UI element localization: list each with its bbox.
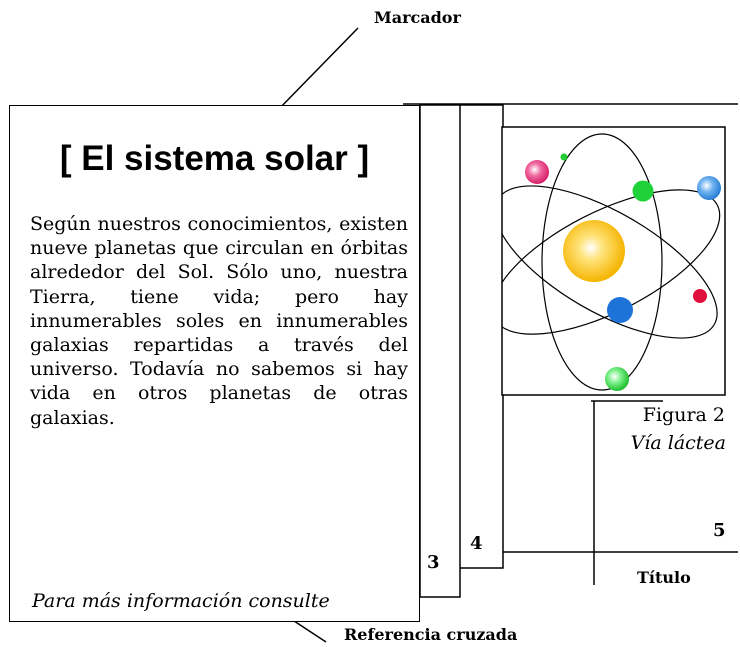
sun-icon [563,220,625,282]
planet-red-icon [693,289,707,303]
marcador-leader-line [274,27,359,114]
planet-small-green-icon [560,153,568,161]
marcador-label: Marcador [374,8,461,27]
planet-pink-icon [525,160,549,184]
document-body: Según nuestros conocimientos, existen nu… [30,213,408,429]
referencia-cruzada-label: Referencia cruzada [344,625,518,644]
figure-caption-title: Vía láctea [630,432,726,454]
document-title: [ El sistema solar ] [59,139,370,178]
planet-lightblue-icon [697,176,721,200]
front-page: [ El sistema solar ] Según nuestros cono… [9,105,420,622]
planet-green-icon [632,180,654,202]
planet-blue-icon [607,297,633,323]
page-number-5: 5 [713,520,726,541]
figure-caption-number: Figura 2 [642,404,725,426]
figure-illustration [501,126,726,396]
atom-solar-system-icon [502,133,721,391]
page-4 [458,104,504,569]
planet-lightgreen-icon [605,367,629,391]
page-3 [419,104,461,598]
orbit-diagonal-a [502,185,718,339]
cross-reference-text: Para más información consulte [32,590,330,612]
titulo-label: Título [637,568,691,587]
titulo-leader-line [591,400,663,585]
page-number-4: 4 [470,533,483,554]
page-number-3: 3 [427,552,440,573]
orbit-vertical [541,133,663,391]
